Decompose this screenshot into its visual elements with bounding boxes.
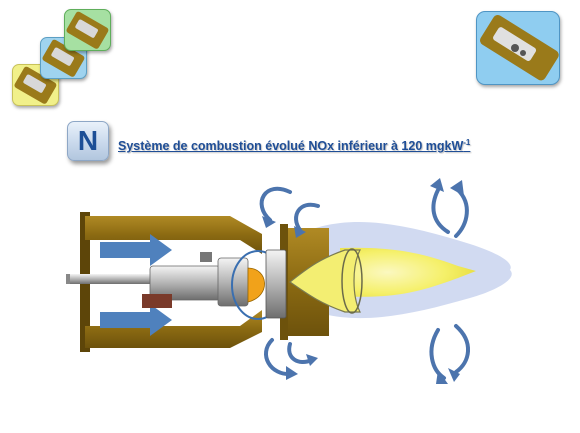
flame-cone-rim [341, 248, 363, 314]
burner-thumb-icon [42, 39, 85, 77]
title-superscript: -1 [463, 138, 471, 147]
air-arrow-bottom [100, 304, 172, 336]
thumbnail-large[interactable] [476, 11, 560, 85]
nozzle-assembly [142, 249, 287, 320]
air-arrow-top [100, 234, 172, 266]
thumbnail-green[interactable] [64, 9, 111, 51]
burner-diagram [66, 178, 512, 384]
recirculation-arrow-top-right [454, 188, 469, 238]
recirculation-arrow-top-left [294, 202, 320, 232]
recirculation-arrow-top-right [431, 188, 450, 234]
burner-thumb-icon [480, 15, 559, 81]
burner-thumb-icon [14, 66, 57, 104]
section-badge: N [67, 121, 109, 161]
recirculation-arrow-bottom-right [454, 324, 470, 374]
recirculation-arrow-top-left [259, 186, 292, 222]
fuel-lance [68, 274, 158, 284]
burner-thumb-icon [66, 11, 109, 49]
page-title: Système de combustion évolué NOx inférie… [118, 138, 470, 153]
recirculation-arrow-bottom-right [429, 328, 446, 380]
flame [340, 247, 476, 297]
title-text: Système de combustion évolué NOx inférie… [118, 139, 464, 154]
